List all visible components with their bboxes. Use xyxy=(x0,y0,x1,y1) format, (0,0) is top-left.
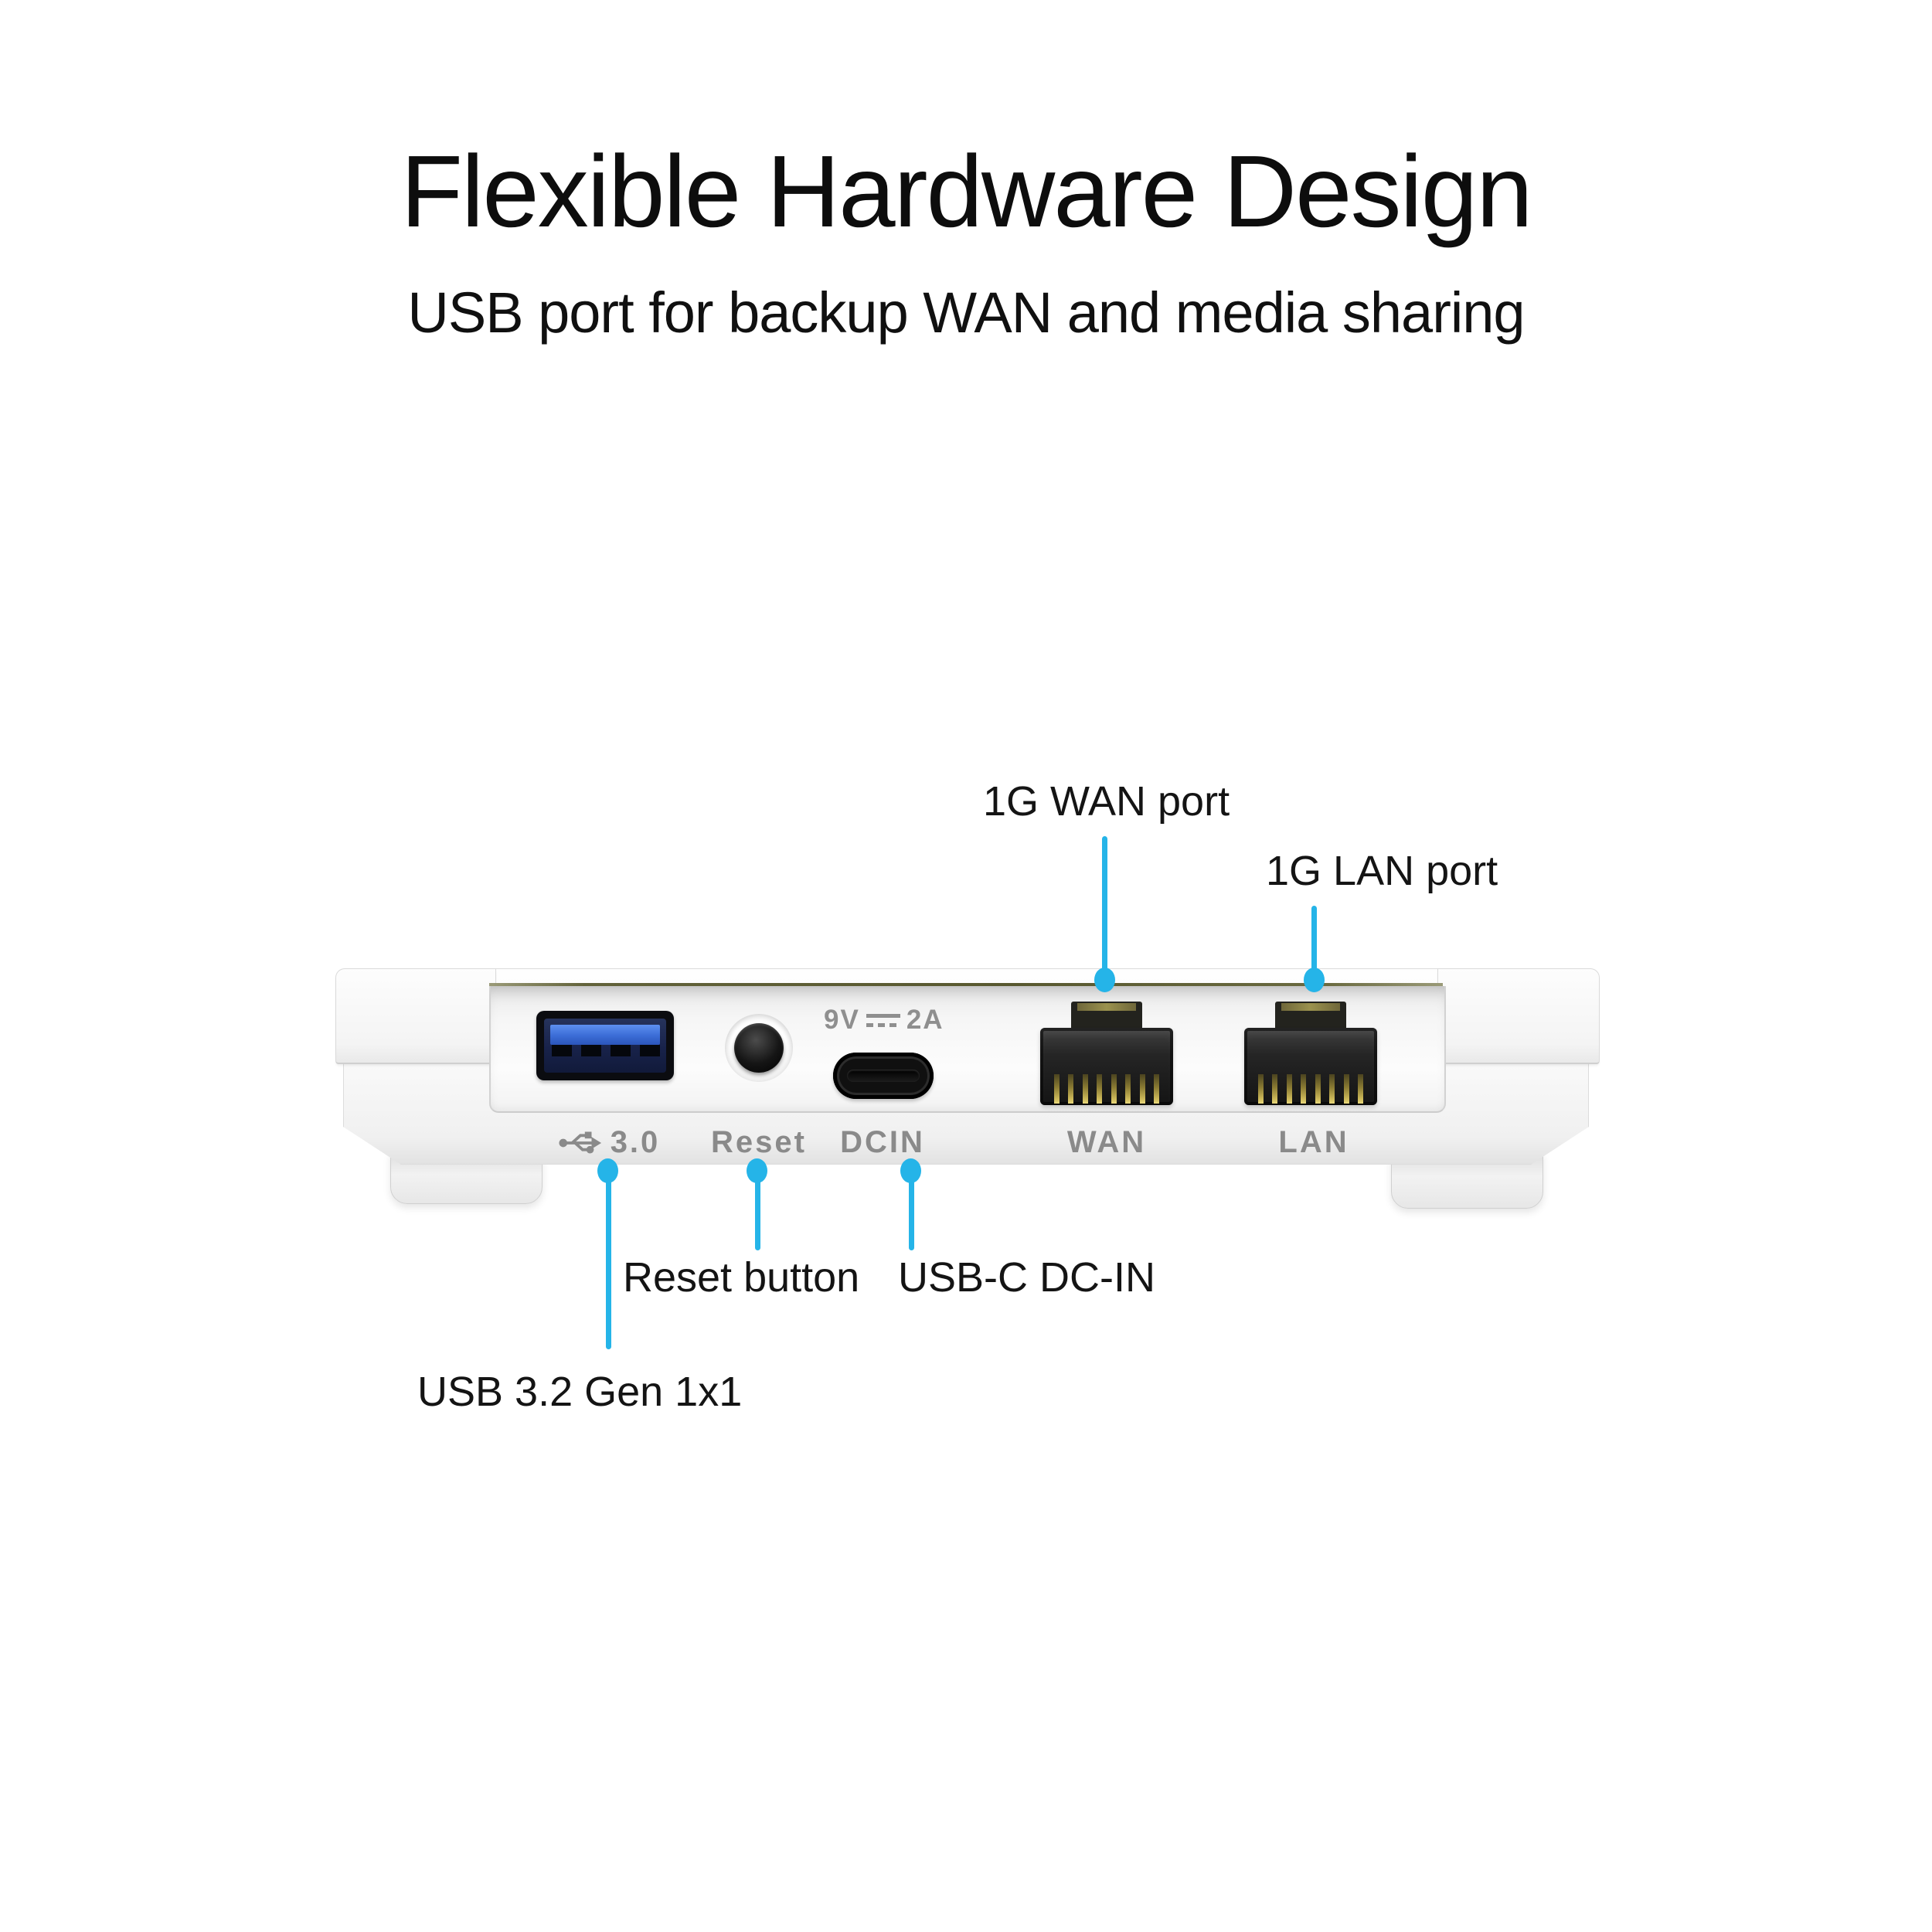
port-label-wan: WAN xyxy=(1066,1125,1147,1159)
rj45-pins xyxy=(1054,1074,1159,1104)
port-label-lan: LAN xyxy=(1278,1125,1349,1159)
callout-lan-label: 1G LAN port xyxy=(1266,848,1498,894)
usb-a-pin xyxy=(552,1045,572,1056)
usb-a-pin xyxy=(640,1045,660,1056)
port-label-reset: Reset xyxy=(711,1125,807,1159)
callout-usbc-label: USB-C DC-IN xyxy=(898,1254,1155,1301)
callout-wan-dot xyxy=(1094,968,1115,992)
power-current: 2A xyxy=(906,1005,944,1035)
port-label-usb30-text: 3.0 xyxy=(610,1125,661,1159)
callout-reset-line xyxy=(755,1170,760,1250)
page-title: Flexible Hardware Design xyxy=(400,134,1532,248)
callout-wan-label: 1G WAN port xyxy=(983,778,1230,825)
power-rating-print: 9V 2A xyxy=(824,1005,944,1036)
power-voltage: 9V xyxy=(824,1005,860,1035)
rj45-gold-strip xyxy=(1077,1003,1136,1011)
callout-lan-dot xyxy=(1304,968,1325,992)
lan-port xyxy=(1244,1002,1377,1110)
usb-a-pin xyxy=(611,1045,631,1056)
usb-a-blue-tongue xyxy=(550,1025,660,1045)
callout-usb-label: USB 3.2 Gen 1x1 xyxy=(417,1369,743,1415)
usb-3-trident-icon xyxy=(559,1131,601,1154)
panel-top-seam xyxy=(489,983,1443,986)
usb-c-slot xyxy=(847,1070,920,1082)
callout-reset-label: Reset button xyxy=(623,1254,860,1301)
callout-usbc-line xyxy=(909,1170,914,1250)
wan-port xyxy=(1040,1002,1173,1110)
callout-lan-line xyxy=(1311,906,1317,978)
port-label-dcin: DCIN xyxy=(840,1125,925,1159)
rj45-housing xyxy=(1040,1028,1173,1105)
callout-wan-line xyxy=(1102,836,1107,978)
callout-usb-line xyxy=(606,1170,611,1349)
dc-power-icon xyxy=(866,1011,900,1029)
reset-button xyxy=(734,1023,784,1073)
device-side-left xyxy=(335,968,496,1064)
page-subtitle: USB port for backup WAN and media sharin… xyxy=(407,281,1525,345)
rj45-pins xyxy=(1258,1074,1363,1104)
rj45-gold-strip xyxy=(1281,1003,1340,1011)
port-label-usb30: 3.0 xyxy=(532,1125,686,1160)
rj45-housing xyxy=(1244,1028,1377,1105)
device-side-right xyxy=(1437,968,1600,1064)
usb-a-pin xyxy=(581,1045,601,1056)
